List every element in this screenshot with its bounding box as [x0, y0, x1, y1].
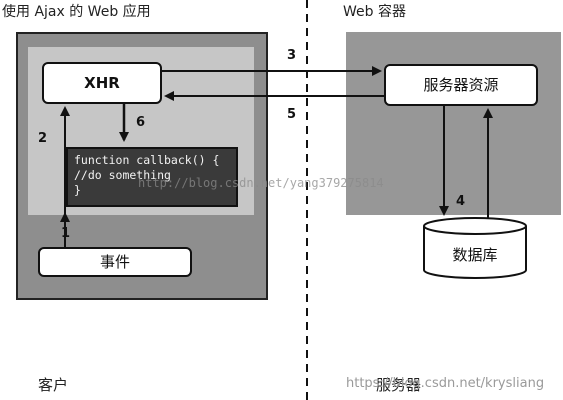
- step-4-label: 4: [456, 194, 466, 209]
- code-line-1: function callback() {: [74, 153, 220, 167]
- callback-code-block: function callback() { //do something }: [66, 147, 238, 207]
- server-resource-box: 服务器资源: [384, 64, 538, 106]
- step-6-label: 6: [136, 115, 146, 130]
- step-3-label: 3: [287, 48, 297, 63]
- client-app-title: 使用 Ajax 的 Web 应用: [2, 4, 151, 20]
- server-footer-label: 服务器: [376, 376, 422, 394]
- web-container-title: Web 容器: [343, 4, 406, 20]
- watermark-middle: http://blog.csdn.net/yang379275814: [138, 176, 384, 190]
- event-label: 事件: [99, 253, 130, 271]
- step-2-label: 2: [38, 131, 48, 146]
- event-box: 事件: [38, 247, 192, 277]
- watermark-bottom: https://blog.csdn.net/krysliang: [346, 376, 545, 391]
- step-5-label: 5: [287, 107, 297, 122]
- code-line-3: }: [74, 183, 81, 197]
- database-label: 数据库: [452, 246, 498, 264]
- xhr-label: XHR: [84, 74, 120, 92]
- code-line-2: //do something: [74, 168, 171, 182]
- client-footer-label: 客户: [38, 376, 69, 394]
- step-1-label: 1: [61, 226, 71, 241]
- xhr-box: XHR: [42, 62, 162, 104]
- server-panel: [346, 32, 561, 215]
- server-resource-label: 服务器资源: [423, 76, 499, 94]
